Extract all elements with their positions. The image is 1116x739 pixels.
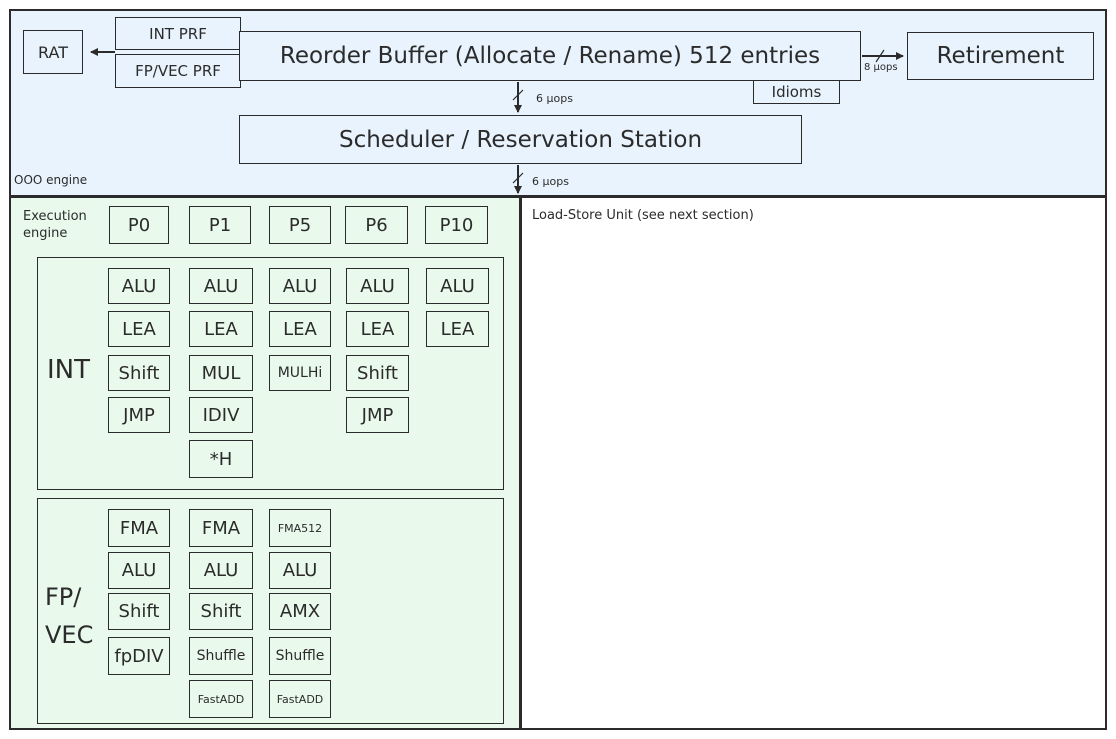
- int-p1-lea: LEA: [189, 311, 253, 347]
- int-p10-lea: LEA: [426, 311, 489, 347]
- int-cluster-label: INT: [47, 355, 90, 385]
- int-prf-box: INT PRF: [115, 17, 241, 50]
- int-cluster: [37, 257, 504, 490]
- load-store-unit-label: Load-Store Unit (see next section): [532, 208, 754, 223]
- fp-p1-alu: ALU: [189, 552, 253, 589]
- int-p10-alu: ALU: [426, 268, 489, 304]
- fp-p5-fma512: FMA512: [269, 509, 331, 547]
- ooo-engine-label: OOO engine: [14, 173, 88, 187]
- fp-p5-amx: AMX: [269, 593, 331, 630]
- fp-p5-fastadd: FastADD: [269, 680, 331, 718]
- rob-to-scheduler-width-label: 6 µops: [536, 92, 573, 105]
- fp-p5-shuffle: Shuffle: [269, 637, 331, 675]
- port-p10: P10: [425, 206, 488, 244]
- fpvec-cluster-label-line1: FP/: [45, 583, 82, 611]
- idioms-box: Idioms: [753, 80, 840, 104]
- reorder-buffer-box: Reorder Buffer (Allocate / Rename) 512 e…: [239, 31, 861, 81]
- fp-p0-alu: ALU: [108, 552, 170, 589]
- execution-engine-label-line2: engine: [23, 226, 68, 241]
- fpvec-prf-box: FP/VEC PRF: [115, 54, 241, 88]
- fpvec-cluster: [37, 498, 504, 724]
- int-p0-shift: Shift: [108, 355, 170, 391]
- fpvec-cluster-label-line2: VEC: [45, 621, 94, 649]
- int-p1-alu: ALU: [189, 268, 253, 304]
- port-p5: P5: [269, 206, 331, 244]
- int-p1-star-h: *H: [189, 440, 253, 478]
- fp-p0-fma: FMA: [108, 509, 170, 547]
- int-p6-shift: Shift: [346, 355, 409, 391]
- int-p0-alu: ALU: [108, 268, 170, 304]
- scheduler-box: Scheduler / Reservation Station: [239, 115, 802, 164]
- fp-p0-shift: Shift: [108, 593, 170, 630]
- fp-p1-shift: Shift: [189, 593, 253, 630]
- int-p1-mul: MUL: [189, 355, 253, 391]
- int-p0-jmp: JMP: [108, 397, 170, 433]
- int-p6-alu: ALU: [346, 268, 409, 304]
- int-p0-lea: LEA: [108, 311, 170, 347]
- int-p5-mulhi: MULHi: [269, 355, 331, 391]
- execution-engine-label-line1: Execution: [23, 209, 87, 224]
- fp-p1-shuffle: Shuffle: [189, 637, 253, 675]
- fp-p1-fastadd: FastADD: [189, 680, 253, 718]
- retire-width-label: 8 µops: [864, 62, 898, 73]
- int-p6-lea: LEA: [346, 311, 409, 347]
- scheduler-to-exec-width-label: 6 µops: [532, 175, 569, 188]
- fp-p5-alu: ALU: [269, 552, 331, 589]
- int-p6-jmp: JMP: [346, 397, 409, 433]
- load-store-unit-region: [520, 196, 1107, 730]
- rat-box: RAT: [23, 30, 83, 74]
- port-p6: P6: [345, 206, 408, 244]
- port-p1: P1: [189, 206, 251, 244]
- int-p1-idiv: IDIV: [189, 397, 253, 433]
- int-p5-lea: LEA: [269, 311, 331, 347]
- retirement-box: Retirement: [907, 32, 1094, 80]
- int-p5-alu: ALU: [269, 268, 331, 304]
- port-p0: P0: [109, 206, 169, 244]
- fp-p1-fma: FMA: [189, 509, 253, 547]
- fp-p0-fpdiv: fpDIV: [108, 637, 170, 675]
